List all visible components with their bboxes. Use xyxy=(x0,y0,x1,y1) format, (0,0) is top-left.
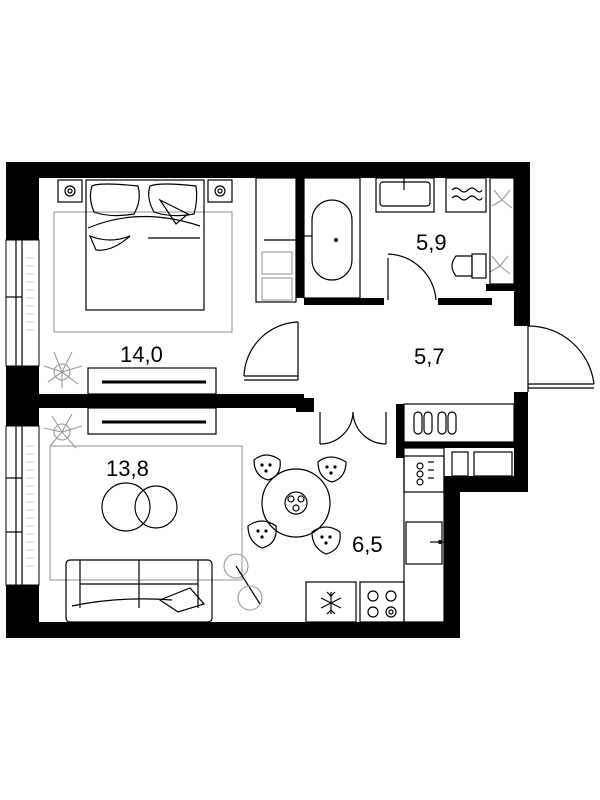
hood-burners xyxy=(403,455,445,493)
living-furniture xyxy=(43,407,263,623)
sink-icon xyxy=(405,521,444,565)
table-centerpiece xyxy=(284,491,308,515)
plant-icon xyxy=(43,351,83,388)
toilet-icon xyxy=(451,253,487,279)
wall-left-top xyxy=(6,162,39,240)
bedroom-furniture xyxy=(43,177,297,395)
window-living xyxy=(5,425,40,586)
wall-right-lower xyxy=(514,392,528,488)
bedroom-door xyxy=(243,321,299,381)
living-double-door xyxy=(319,411,387,445)
hallway-area-label: 5,7 xyxy=(414,344,445,369)
double-bed xyxy=(85,179,205,311)
coffee-tables xyxy=(101,482,178,532)
bedroom-rug xyxy=(53,211,233,333)
wall-bottom xyxy=(6,622,460,638)
living-rug xyxy=(49,445,243,581)
dining-table xyxy=(261,468,331,538)
window-hatch xyxy=(26,257,34,567)
wall-kitchen-divider xyxy=(396,404,404,458)
snowflake-icon xyxy=(305,581,357,623)
entrance-door xyxy=(527,325,595,392)
wall-bath-left xyxy=(296,172,304,298)
walls xyxy=(6,162,530,638)
shoe-cabinet xyxy=(403,403,515,443)
bathroom-door xyxy=(387,253,437,301)
wall-right-utility xyxy=(444,476,528,492)
window-bedroom xyxy=(5,239,40,367)
wall-partition-stub xyxy=(296,398,314,412)
sink-icon xyxy=(375,177,435,213)
wall-bath-bottom xyxy=(304,298,384,305)
area-labels: 14,0 13,8 5,9 5,7 6,5 xyxy=(106,230,447,557)
utility-niche xyxy=(473,451,513,477)
dining-chair xyxy=(253,454,281,481)
kitchen-area-label: 6,5 xyxy=(352,532,383,557)
wall-right-upper xyxy=(514,162,530,326)
bathroom-area-label: 5,9 xyxy=(416,230,447,255)
dining-set xyxy=(247,454,347,555)
hob-icon xyxy=(359,581,405,623)
hallway-furniture xyxy=(403,403,515,477)
tv-stand-living xyxy=(87,407,217,435)
bathtub-icon xyxy=(303,177,361,299)
wall-right-kitchen xyxy=(444,484,460,638)
plant-icon xyxy=(489,189,513,275)
wall-left-mid xyxy=(6,366,39,426)
wall-closet-bottom xyxy=(404,442,514,448)
sofa xyxy=(65,559,213,623)
living-room-area-label: 13,8 xyxy=(106,456,149,481)
nightstand-left xyxy=(57,179,83,203)
wall-bath-bottom-right xyxy=(438,298,492,305)
shaft xyxy=(489,177,515,285)
dining-chair xyxy=(311,526,341,555)
dining-chair xyxy=(247,520,277,549)
tv-stand-bedroom xyxy=(87,367,217,395)
wall-bed-living xyxy=(34,394,304,408)
wall-top xyxy=(6,162,530,178)
nightstand-right xyxy=(207,179,233,203)
bathroom-fixtures xyxy=(303,177,515,299)
kitchen-furniture xyxy=(305,447,445,623)
utility-niche xyxy=(451,451,469,477)
kitchen-counter xyxy=(403,447,445,623)
dining-chair xyxy=(317,456,347,483)
plant-icon xyxy=(43,413,83,449)
floor-lamp-icon xyxy=(223,553,263,611)
wall-left-bottom xyxy=(6,585,39,625)
wall-bath-duct xyxy=(486,284,516,291)
doors xyxy=(243,253,595,445)
windows xyxy=(5,239,40,586)
washing-machine-icon xyxy=(445,177,487,213)
wardrobe xyxy=(255,177,297,303)
shoes-icon xyxy=(413,411,457,435)
bedroom-area-label: 14,0 xyxy=(120,342,163,367)
